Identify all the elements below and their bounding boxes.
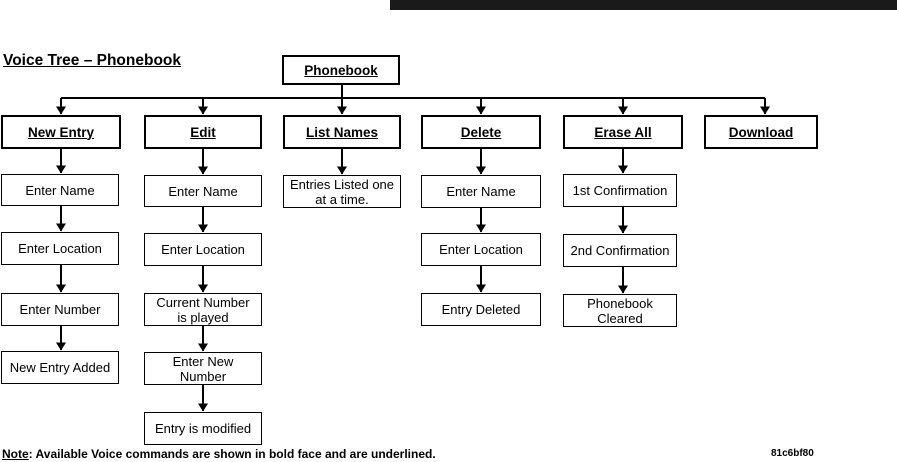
erase-all-step-first-confirmation: 1st Confirmation [563, 174, 677, 207]
erase-all-command: Erase All [563, 115, 683, 149]
page-title: Voice Tree – Phonebook [3, 52, 182, 69]
download-command: Download [704, 115, 818, 149]
new-entry-step-enter-location: Enter Location [1, 232, 119, 265]
edit-command: Edit [144, 115, 262, 149]
new-entry-command: New Entry [1, 115, 121, 149]
phonebook-command: Phonebook [282, 55, 400, 85]
delete-step-enter-name: Enter Name [421, 175, 541, 208]
footnote-text: : Available Voice commands are shown in … [28, 447, 436, 461]
edit-step-modified: Entry is modified [144, 412, 262, 445]
edit-step-current-number: Current Number is played [144, 293, 262, 326]
erase-all-step-second-confirmation: 2nd Confirmation [563, 234, 677, 267]
footnote: Note: Available Voice commands are shown… [2, 447, 436, 461]
header-bar [390, 0, 897, 10]
delete-command: Delete [421, 115, 541, 149]
list-names-command: List Names [283, 115, 401, 149]
list-names-step-entries-listed: Entries Listed one at a time. [283, 175, 401, 208]
new-entry-step-enter-name: Enter Name [1, 174, 119, 206]
erase-all-step-phonebook-cleared: Phonebook Cleared [563, 294, 677, 327]
new-entry-step-added: New Entry Added [1, 351, 119, 384]
footnote-label: Note [2, 447, 29, 461]
edit-step-enter-location: Enter Location [144, 233, 262, 266]
delete-step-enter-location: Enter Location [421, 233, 541, 266]
edit-step-enter-name: Enter Name [144, 175, 262, 207]
figure-code: 81c6bf80 [771, 448, 814, 459]
edit-step-enter-new-number: Enter New Number [144, 352, 262, 385]
delete-step-entry-deleted: Entry Deleted [421, 293, 541, 326]
new-entry-step-enter-number: Enter Number [1, 293, 119, 326]
